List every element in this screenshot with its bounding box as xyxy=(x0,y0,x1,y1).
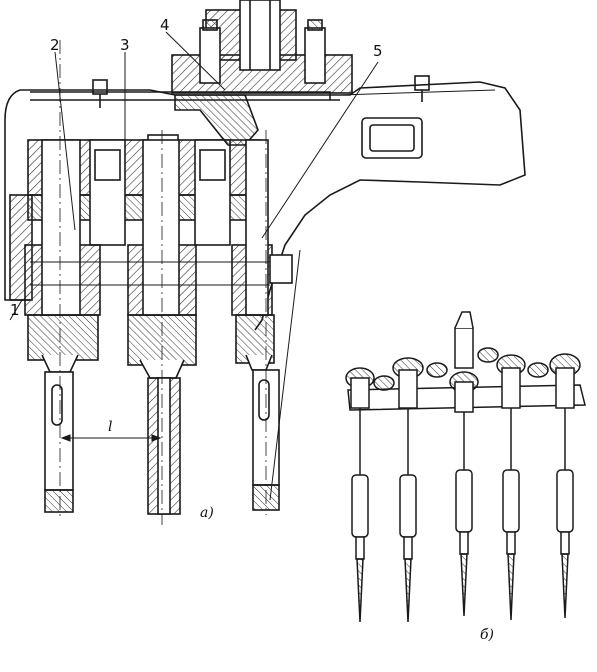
label-5: 5 xyxy=(373,42,383,60)
intermediate-shafts xyxy=(89,134,231,246)
label-4: 4 xyxy=(160,16,170,34)
view-a-section xyxy=(4,0,526,525)
drive-flange xyxy=(171,0,353,94)
caption-b: б) xyxy=(480,627,495,643)
dimension-label: l xyxy=(108,419,113,435)
label-2: 2 xyxy=(50,36,60,54)
dimension-l xyxy=(60,434,162,442)
caption-a: a) xyxy=(200,505,214,521)
leader-lines xyxy=(9,31,379,321)
label-3: 3 xyxy=(120,36,130,54)
view-b-perspective xyxy=(345,311,586,623)
center-lines xyxy=(59,40,267,525)
bearing-caps xyxy=(27,314,275,379)
drive-shaft xyxy=(454,311,474,369)
bracket xyxy=(174,94,259,146)
spindle-units xyxy=(345,347,581,623)
label-1: 1 xyxy=(10,301,20,319)
